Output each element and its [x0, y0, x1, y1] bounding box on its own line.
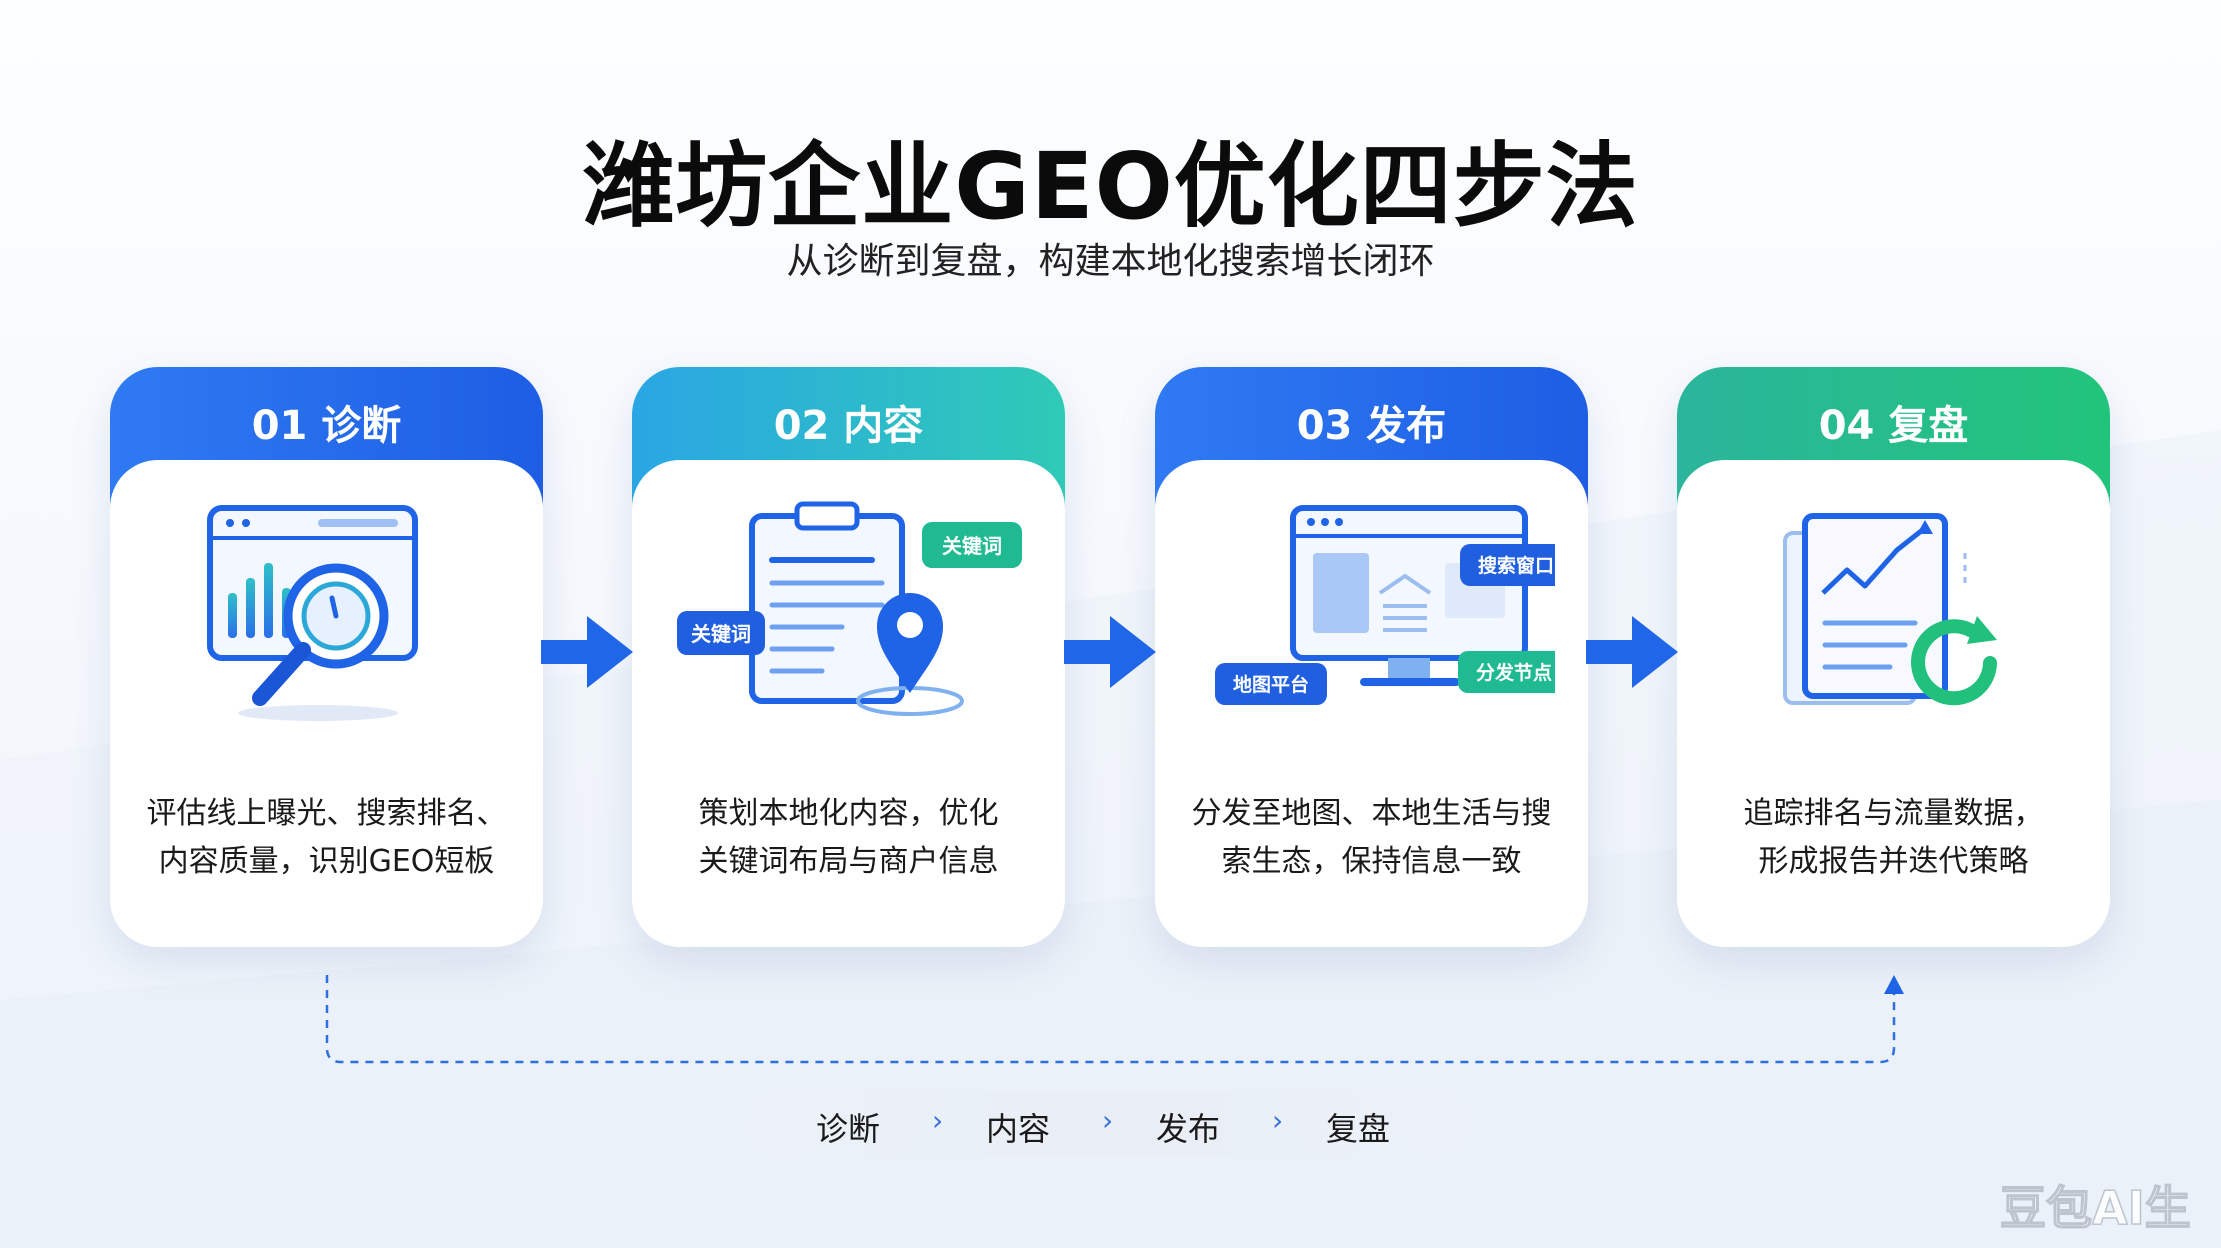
card-title: 02 内容	[773, 403, 924, 449]
report-refresh-icon	[1783, 513, 1997, 706]
flow-arrow-icon	[1064, 616, 1156, 688]
card-description: 评估线上曝光、搜索排名、 内容质量，识别GEO短板	[130, 790, 523, 886]
process-flow-summary: 诊断 › 内容 › 发布 › 复盘	[746, 1092, 1472, 1156]
card-body: 评估线上曝光、搜索排名、 内容质量，识别GEO短板	[110, 460, 543, 947]
description-line: 分发至地图、本地生活与搜	[1191, 796, 1552, 831]
chevron-right-icon: ›	[932, 1104, 944, 1137]
description-line: 索生态，保持信息一致	[1221, 844, 1522, 879]
page-subtitle: 从诊断到复盘，构建本地化搜索增长闭环	[786, 241, 1435, 282]
flow-step: 发布	[1156, 1110, 1221, 1148]
flow-arrow-icon	[1586, 616, 1678, 688]
card-body: 追踪排名与流量数据， 形成报告并迭代策略	[1677, 460, 2110, 947]
flow-step: 复盘	[1326, 1110, 1391, 1148]
step-card-review: 04 复盘 追踪排名与流量数据， 形成报告并迭代策略	[1677, 367, 2110, 947]
watermark: 豆包AI生成	[1999, 1180, 2191, 1248]
description-line: 关键词布局与商户信息	[698, 844, 999, 879]
chevron-right-icon: ›	[1272, 1104, 1284, 1137]
card-title: 04 复盘	[1818, 403, 1969, 449]
description-line: 形成报告并迭代策略	[1758, 844, 2029, 879]
keyword-tag: 关键词	[942, 534, 1002, 558]
map-platform-tag: 地图平台	[1233, 673, 1309, 696]
step-card-content: 02 内容 关键词 关键词 策划本地化内容，优化 关键词布局与商户信息	[632, 367, 1065, 947]
card-description: 策划本地化内容，优化 关键词布局与商户信息	[652, 790, 1045, 886]
flow-step: 诊断	[816, 1110, 881, 1148]
search-window-tag: 搜索窗口	[1478, 554, 1554, 577]
page-title: 潍坊企业GEO优化四步法	[582, 133, 1639, 240]
analytics-magnifier-icon	[207, 505, 418, 721]
description-line: 策划本地化内容，优化	[698, 796, 999, 831]
card-body: 搜索窗口 地图平台 分发节点 分发至地图、本地生活与搜 索生态，保持信息一致	[1155, 460, 1588, 947]
distribution-node-tag: 分发节点	[1476, 661, 1552, 684]
flow-arrow-icon	[541, 616, 633, 688]
flow-step: 内容	[986, 1110, 1051, 1148]
description-line: 评估线上曝光、搜索排名、	[146, 796, 507, 831]
document-location-icon: 关键词 关键词	[677, 501, 1022, 716]
description-line: 内容质量，识别GEO短板	[158, 844, 495, 879]
monitor-distribution-icon: 搜索窗口 地图平台 分发节点	[1215, 505, 1555, 705]
step-card-publish: 03 发布 搜索窗口 地图平台 分发节点 分发至地图、本地生活与搜 索生态，保持…	[1155, 367, 1588, 947]
card-description: 分发至地图、本地生活与搜 索生态，保持信息一致	[1175, 790, 1568, 886]
card-title: 03 发布	[1296, 403, 1447, 449]
keyword-tag: 关键词	[691, 622, 751, 646]
card-body: 关键词 关键词 策划本地化内容，优化 关键词布局与商户信息	[632, 460, 1065, 947]
card-title: 01 诊断	[251, 403, 402, 449]
chevron-right-icon: ›	[1102, 1104, 1114, 1137]
card-description: 追踪排名与流量数据， 形成报告并迭代策略	[1697, 790, 2090, 886]
step-card-diagnose: 01 诊断 评估线上曝光、搜索排名、 内容质量，识别GEO短板	[110, 367, 543, 947]
description-line: 追踪排名与流量数据，	[1743, 796, 2044, 831]
